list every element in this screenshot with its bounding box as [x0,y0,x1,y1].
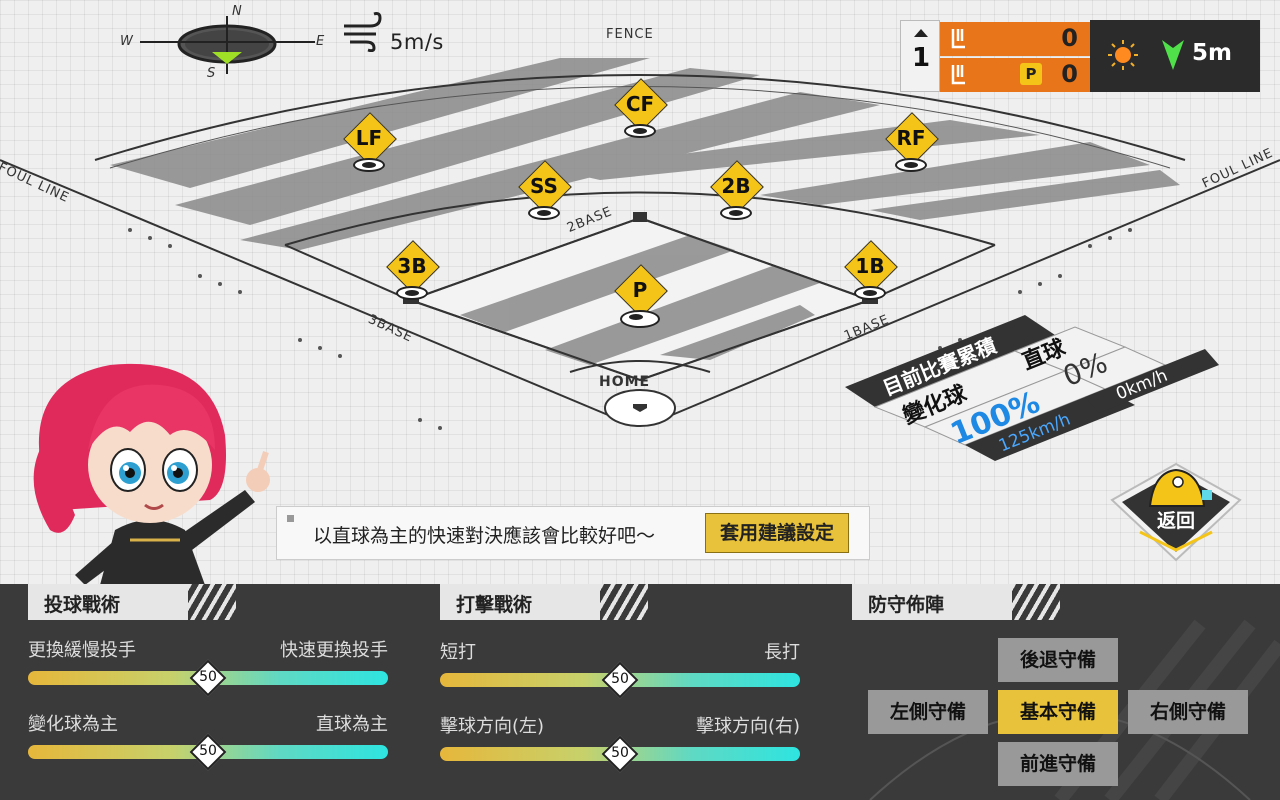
pitching-badge: P [1020,63,1042,85]
slider-knob[interactable]: 50 [601,735,639,773]
hit-type-slider[interactable]: 50 [440,661,800,699]
position-rf[interactable]: RF [881,112,941,190]
defense-forward-button[interactable]: 前進守備 [998,742,1118,786]
scoreboard: 1 0 P 0 5m [900,20,1260,92]
weather-wind-value: 5m [1192,40,1232,66]
position-p[interactable]: P [610,264,670,342]
compass-w: W [120,34,133,49]
pitch-type-slider[interactable]: 50 [28,733,388,771]
batting-tactics-title: 打擊戰術 [456,594,533,616]
player-spot-icon [353,158,385,172]
compass-e: E [316,34,325,49]
player-spot-icon [854,286,886,300]
mascot-image [33,363,270,585]
advice-text: 以直球為主的快速對決應該會比較好吧〜 [313,525,656,547]
player-spot-icon [528,206,560,220]
team-runs: 0 [1061,24,1078,52]
sun-icon [1108,40,1138,70]
bubble-corner-icon [287,515,294,522]
position-cf[interactable]: CF [610,78,670,156]
team-row-away: 0 [940,22,1090,56]
slider-knob[interactable]: 50 [189,733,227,771]
team-row-home: P 0 [940,58,1090,92]
slider-knob[interactable]: 50 [601,661,639,699]
wind-icon [344,12,382,53]
inning-number: 1 [911,43,931,73]
fastball-focus-label: 直球為主 [316,714,388,735]
power-hit-label: 長打 [764,642,800,663]
player-spot-icon [624,124,656,138]
stats-panel-frame [845,315,1219,461]
slider-knob[interactable]: 50 [189,659,227,697]
hit-direction-right-label: 擊球方向(右) [695,716,800,737]
defense-formation-header: 防守佈陣 [852,584,1060,620]
back-button-frame [1110,462,1242,562]
wind-direction-arrow-icon [1162,40,1184,70]
mascot-character [20,340,300,585]
back-button[interactable]: 返回 [1110,462,1242,562]
pitching-tactics-title: 投球戰術 [44,594,121,616]
back-label: 返回 [1156,510,1195,532]
advice-speech-bubble: 以直球為主的快速對決應該會比較好吧〜 套用建議設定 [276,506,870,560]
compass: N S E W [110,4,340,82]
position-lf[interactable]: LF [339,112,399,190]
compass-s: S [207,66,216,81]
hit-direction-slider[interactable]: 50 [440,735,800,773]
player-spot-icon [720,206,752,220]
inning-box: 1 [900,20,940,92]
position-3b[interactable]: 3B [382,240,442,318]
pitching-tactics-header: 投球戰術 [28,584,236,620]
position-1b[interactable]: 1B [840,240,900,318]
bunt-label: 短打 [440,642,476,663]
pitcher-change-slider[interactable]: 50 [28,659,388,697]
wind-indicator: 5m/s [342,12,472,58]
inning-top-arrow-icon [914,29,928,37]
match-stats-panel: 目前比賽累積 變化球 直球 100% 0% 125km/h 0km/h [835,305,1225,475]
player-spot-icon [620,310,660,328]
breaking-ball-focus-label: 變化球為主 [28,714,118,735]
batting-tactics-header: 打擊戰術 [440,584,648,620]
defense-basic-button[interactable]: 基本守備 [998,690,1118,734]
defense-left-button[interactable]: 左側守備 [868,690,988,734]
defense-back-button[interactable]: 後退守備 [998,638,1118,682]
defense-right-button[interactable]: 右側守備 [1128,690,1248,734]
team-logo-icon [950,27,968,49]
compass-n: N [232,4,242,19]
wind-speed: 5m/s [390,30,444,54]
position-ss[interactable]: SS [514,160,574,238]
defense-formation-title: 防守佈陣 [868,594,945,616]
pitcher-change-slow-label: 更換緩慢投手 [28,640,136,661]
team-logo-icon [950,63,968,85]
pitcher-change-fast-label: 快速更換投手 [280,640,388,661]
hit-direction-left-label: 擊球方向(左) [440,716,545,737]
apply-suggestion-button[interactable]: 套用建議設定 [705,513,849,553]
tactics-panel: 投球戰術 更換緩慢投手 快速更換投手 50 變化球為主 直球為主 50 打擊戰術… [0,584,1280,800]
fence-label: FENCE [606,27,654,42]
home-label: HOME [599,374,651,390]
position-2b[interactable]: 2B [706,160,766,238]
player-spot-icon [396,286,428,300]
player-spot-icon [895,158,927,172]
compass-icon [140,16,315,74]
weather-panel: 5m [1090,20,1260,92]
team-runs: 0 [1061,60,1078,88]
